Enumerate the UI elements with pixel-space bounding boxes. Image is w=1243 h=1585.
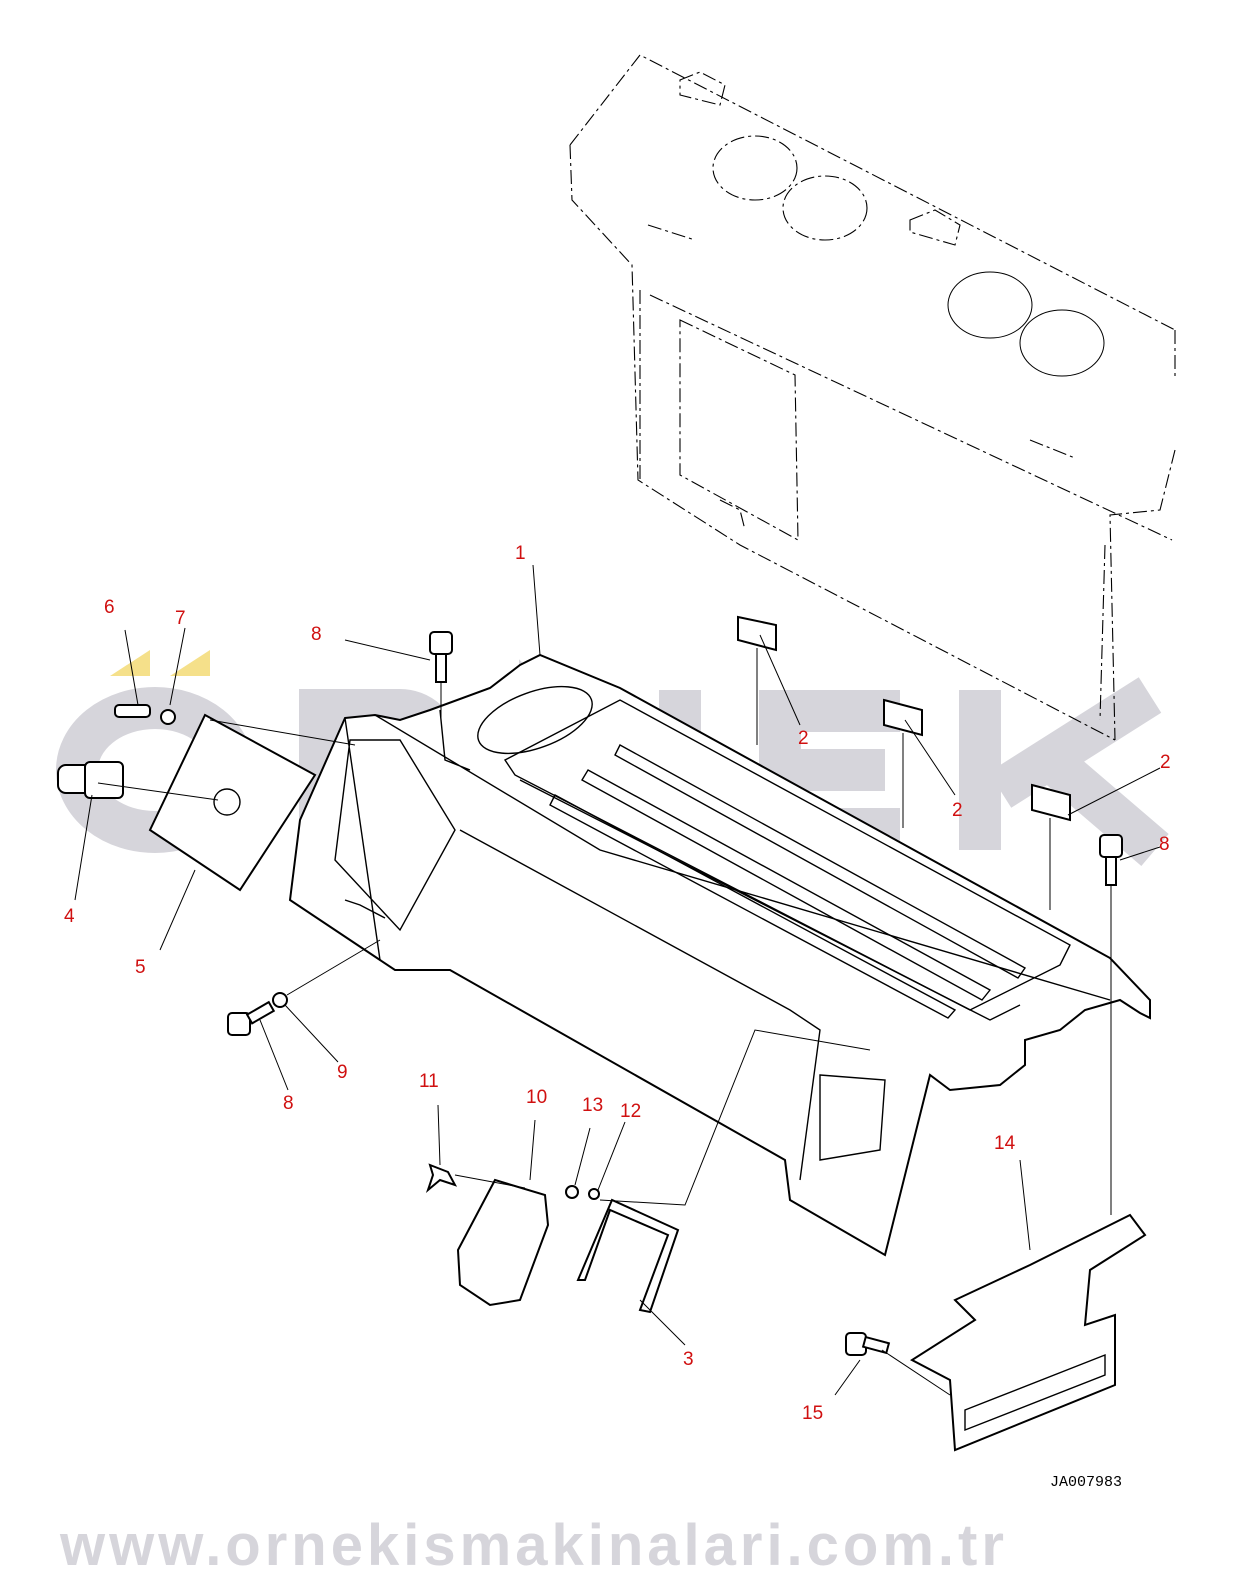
- callout-15: 15: [802, 1403, 823, 1424]
- u-bracket-part-3: [576, 1198, 680, 1314]
- washer-part-7: [160, 709, 176, 725]
- callout-9: 9: [337, 1062, 348, 1083]
- tray-rib: [549, 744, 1027, 1019]
- clip-part-2: [737, 615, 1071, 910]
- callout-8: 8: [1159, 834, 1170, 855]
- bolt-part-15: [845, 1332, 891, 1356]
- switch-part-4: [57, 761, 124, 799]
- nut-part-13: [565, 1185, 579, 1199]
- callout-6: 6: [104, 597, 115, 618]
- washer-part-9: [272, 992, 288, 1008]
- callout-14: 14: [994, 1133, 1016, 1154]
- callout-2: 2: [798, 728, 809, 749]
- leader-lines: [74, 564, 1161, 1396]
- nut-part-12: [588, 1188, 600, 1200]
- callout-11: 11: [419, 1071, 439, 1092]
- bolt-part-6: [114, 704, 151, 718]
- callout-4: 4: [64, 906, 75, 927]
- reference-panel-outline: [569, 54, 1176, 741]
- callout-7: 7: [175, 608, 186, 629]
- bolt-part-8: [227, 631, 1123, 1036]
- callout-13: 13: [582, 1095, 603, 1116]
- lens-part-10: [456, 1178, 550, 1307]
- diagram-code: JA007983: [1050, 1474, 1122, 1491]
- callout-2: 2: [952, 800, 963, 821]
- callouts: 1 2 2 2 3 4 5 6 7 8 8 8 9 10 11 12 13 14…: [64, 543, 1171, 1424]
- cover-plate-part-5: [148, 713, 317, 892]
- main-tray: [288, 653, 1151, 1257]
- watermark-url: www.ornekismakinalari.com.tr: [59, 1513, 1008, 1578]
- callout-8: 8: [311, 624, 322, 645]
- wingnut-part-11: [425, 1163, 458, 1194]
- callout-12: 12: [620, 1101, 641, 1122]
- watermark-accent: [170, 650, 210, 676]
- callout-2: 2: [1160, 752, 1171, 773]
- callout-3: 3: [683, 1349, 694, 1370]
- callout-10: 10: [526, 1087, 547, 1108]
- watermark-letter-k: [959, 677, 1169, 866]
- callout-1: 1: [515, 543, 526, 564]
- callout-8: 8: [283, 1093, 294, 1114]
- bracket-part-14: [910, 1213, 1147, 1452]
- watermark-accent: [110, 650, 150, 676]
- callout-5: 5: [135, 957, 146, 978]
